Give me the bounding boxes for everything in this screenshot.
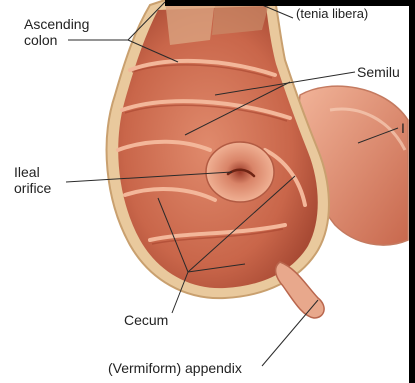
ileal-orifice-mound bbox=[206, 142, 274, 202]
label-cecum: Cecum bbox=[124, 312, 168, 328]
label-tenia-libera: (tenia libera) bbox=[296, 6, 368, 22]
label-ileal-line2: orifice bbox=[14, 180, 51, 196]
tenia-band bbox=[165, 0, 215, 45]
label-ascending-colon-line1: Ascending bbox=[24, 16, 89, 32]
image-right-border bbox=[409, 0, 415, 383]
label-ileal-line1: Ileal bbox=[14, 164, 40, 180]
label-semilunar: Semilu bbox=[357, 64, 400, 80]
label-ileum-partial: I bbox=[401, 120, 405, 136]
label-ascending-colon-line2: colon bbox=[24, 32, 57, 48]
image-top-border bbox=[165, 0, 415, 6]
label-appendix: (Vermiform) appendix bbox=[108, 360, 242, 376]
